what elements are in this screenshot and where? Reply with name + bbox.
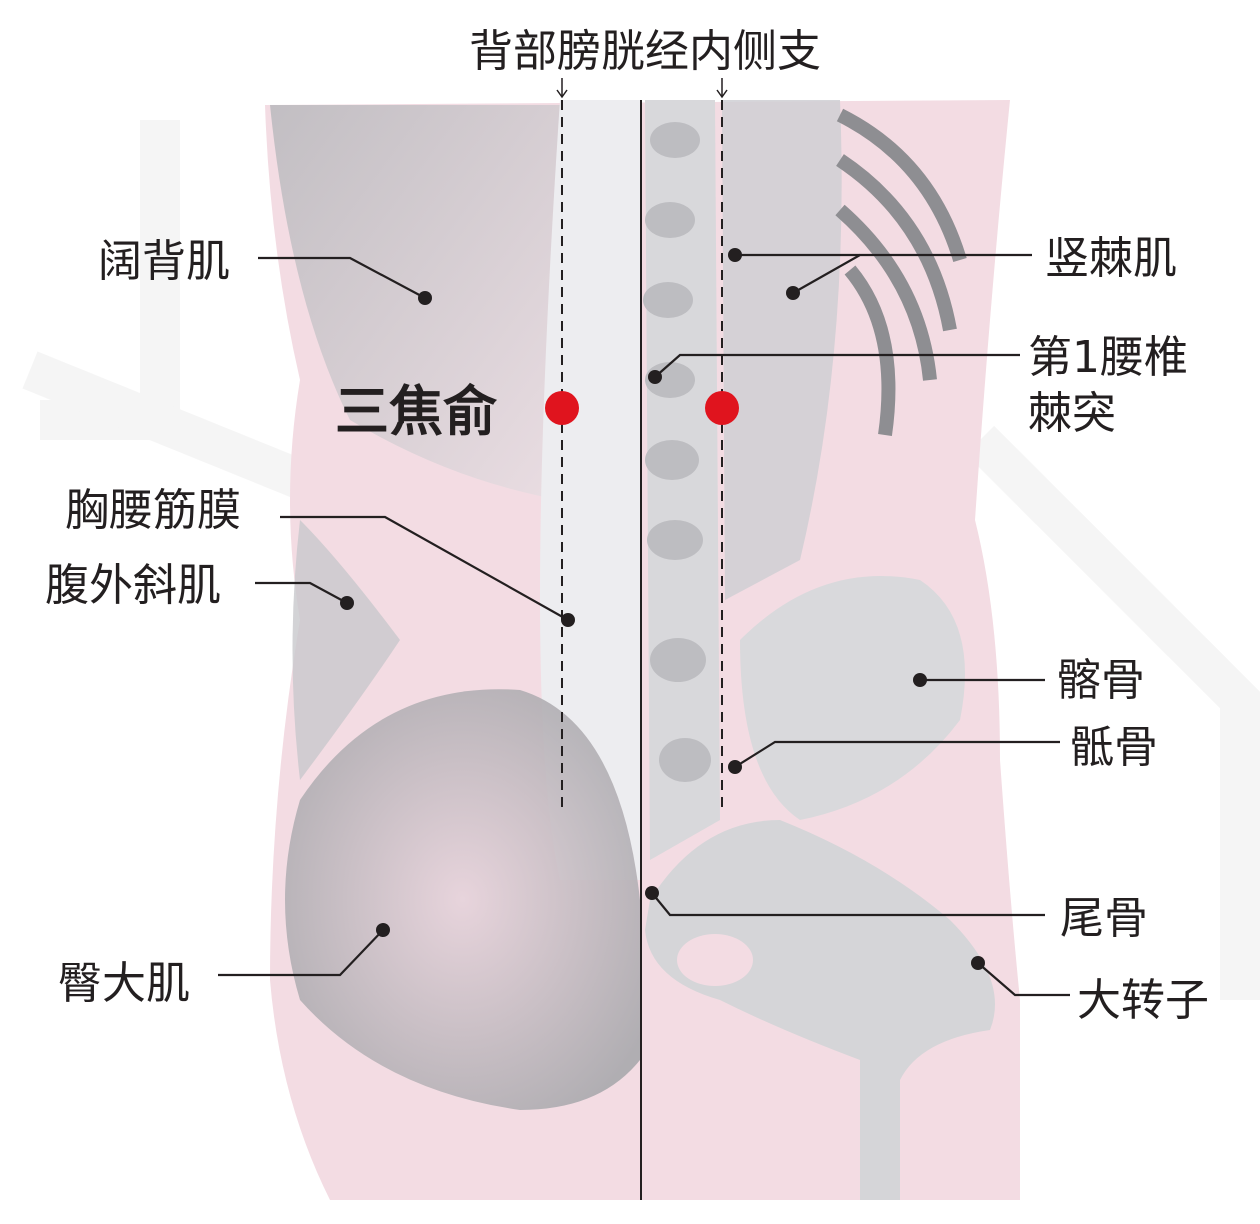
label-oblique: 腹外斜肌 [45,560,221,611]
label-gluteus: 臀大肌 [58,958,190,1009]
gluteus-maximus [285,689,640,1110]
ilium [740,576,965,820]
acupoint-dot-left[interactable] [545,391,579,425]
label-coccyx: 尾骨 [1060,893,1148,944]
erector-spinae [722,100,842,600]
label-l1-spinous: 棘突 [1028,388,1116,439]
label-sacrum: 骶骨 [1070,722,1158,773]
label-trochanter: 大转子 [1077,975,1209,1026]
label-l1: 第1腰椎 [1028,332,1188,383]
label-thoracolumbar: 胸腰筋膜 [65,485,241,536]
meridian-title: 背部膀胱经内侧支 [469,26,821,77]
acupoint-dot-right[interactable] [705,391,739,425]
label-latissimus: 阔背肌 [98,236,230,287]
label-erector: 竖棘肌 [1045,233,1177,284]
arrow-icons [556,78,728,99]
latissimus-muscle [270,105,560,500]
obturator-foramen [677,934,753,986]
vertebrae [643,122,711,782]
external-oblique [292,520,400,780]
label-ilium: 髂骨 [1057,655,1145,706]
acupoint-label: 三焦俞 [335,380,498,443]
thoracolumbar-fascia [540,100,640,880]
